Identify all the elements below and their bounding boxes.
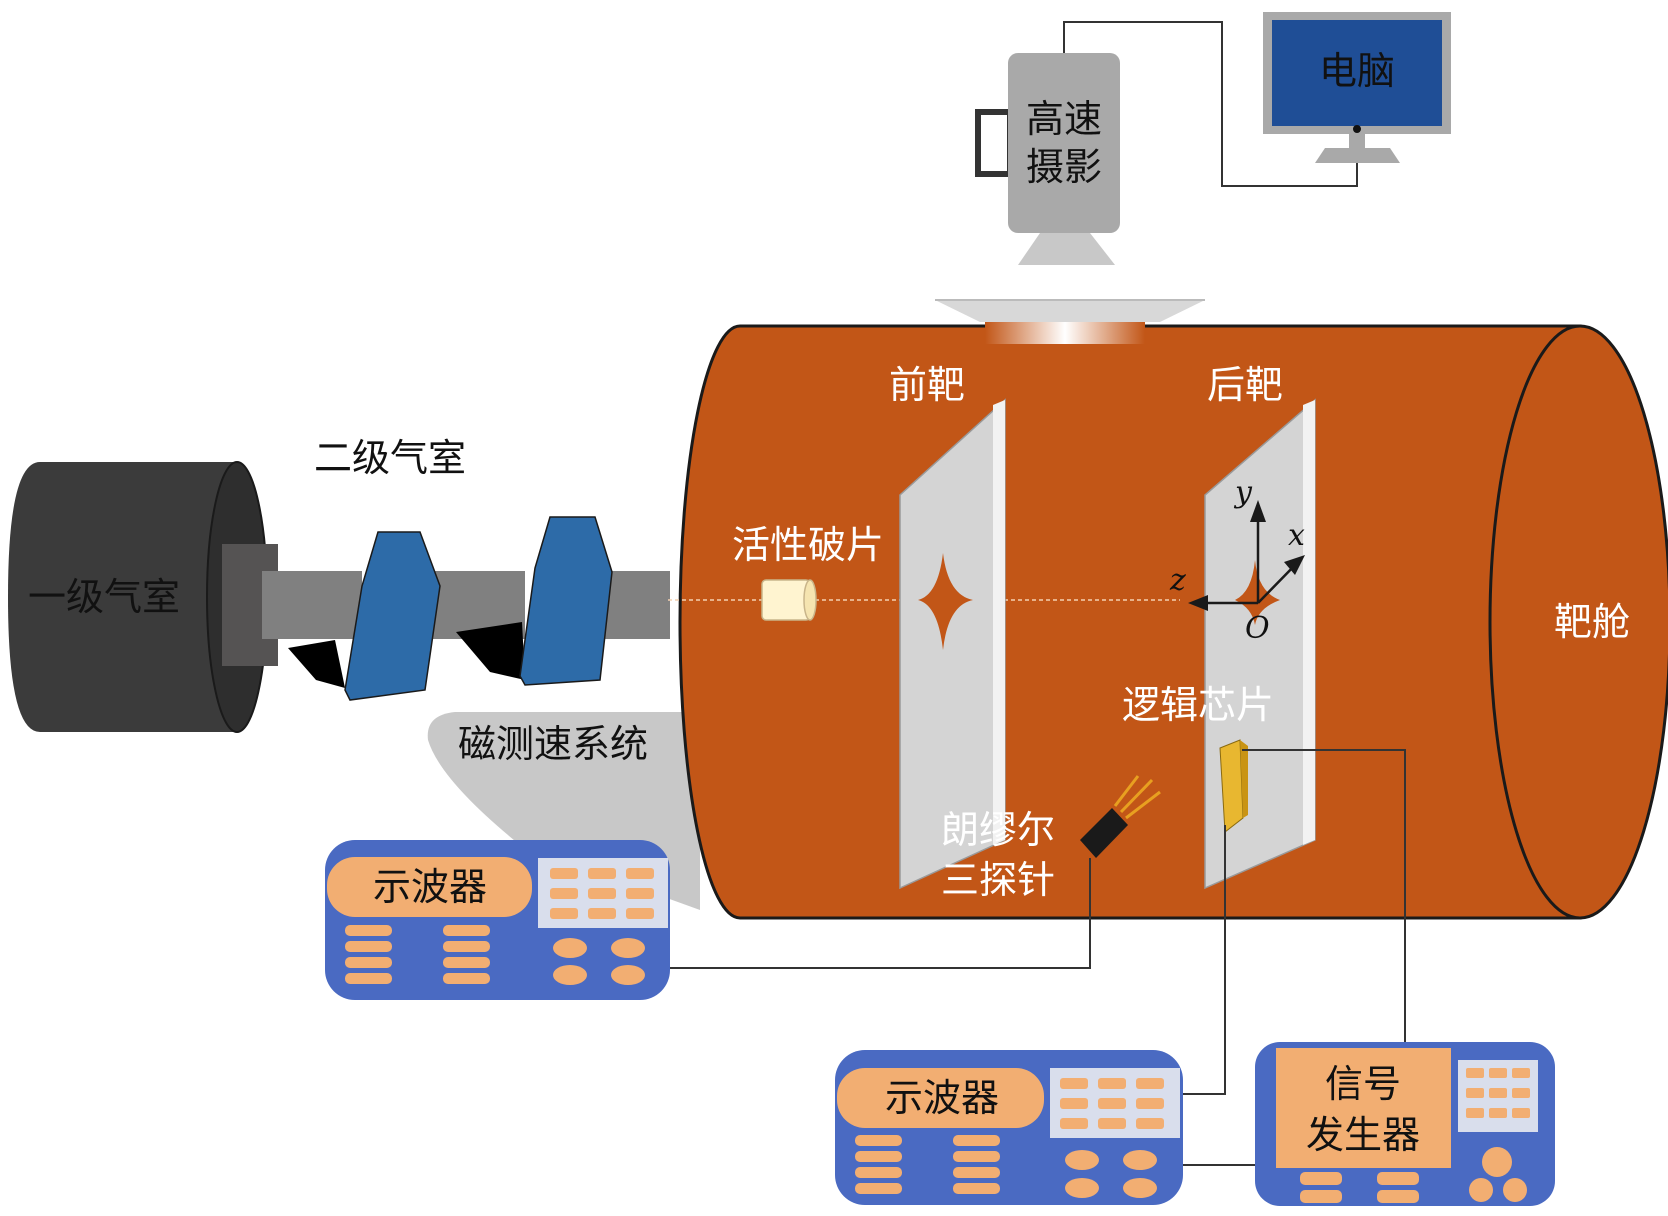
high-speed-camera-label-2: 摄影 <box>1026 145 1102 189</box>
logic-chip-label: 逻辑芯片 <box>1122 683 1274 727</box>
primary-chamber-label: 一级气室 <box>28 575 180 619</box>
target-chamber-label: 靶舱 <box>1554 600 1630 644</box>
velocity-coil-1 <box>344 531 441 701</box>
target-chamber <box>678 324 1668 920</box>
langmuir-probe <box>1080 775 1161 858</box>
front-target-label: 前靶 <box>889 363 965 407</box>
signal-generator <box>1255 1042 1555 1206</box>
magnetic-velocimetry-label: 磁测速系统 <box>458 722 648 766</box>
oscilloscope-1 <box>325 840 670 1000</box>
axis-origin-label: O <box>1245 611 1270 646</box>
rear-target-label: 后靶 <box>1207 363 1283 407</box>
oscilloscope-1-label: 示波器 <box>373 865 487 909</box>
coil-shadow-2 <box>456 622 525 680</box>
camera-computer-cable <box>1063 21 1358 187</box>
langmuir-probe-label-1: 朗缪尔 <box>941 808 1055 852</box>
front-target-hole <box>918 553 973 650</box>
langmuir-probe-label-2: 三探针 <box>941 858 1055 902</box>
reactive-fragment-label: 活性破片 <box>732 523 884 567</box>
axis-z-label: z <box>1169 563 1186 598</box>
probe-oscilloscope-cable <box>670 858 1091 969</box>
coil-shadow-1 <box>288 640 345 688</box>
reactive-fragment <box>761 579 817 621</box>
oscilloscope-2 <box>835 1050 1183 1205</box>
signal-generator-label-1: 信号 <box>1325 1062 1401 1106</box>
velocity-coil-2 <box>519 516 613 686</box>
chip-generator-cable <box>1242 749 1406 1042</box>
chip-oscilloscope-cable <box>1183 825 1226 1095</box>
viewing-window <box>935 299 1205 344</box>
high-speed-camera <box>975 53 1120 265</box>
computer-monitor <box>1263 12 1451 163</box>
high-speed-camera-label-1: 高速 <box>1026 97 1102 141</box>
secondary-chamber-label: 二级气室 <box>314 436 466 480</box>
front-target-plate <box>899 398 1006 890</box>
logic-chip <box>1219 739 1248 833</box>
oscilloscope-2-label: 示波器 <box>885 1076 999 1120</box>
axis-x-label: x <box>1288 518 1305 553</box>
axis-y-label: y <box>1233 475 1253 510</box>
computer-label: 电脑 <box>1319 49 1395 93</box>
coordinate-axes <box>1188 500 1305 611</box>
signal-generator-label-2: 发生器 <box>1306 1113 1420 1157</box>
